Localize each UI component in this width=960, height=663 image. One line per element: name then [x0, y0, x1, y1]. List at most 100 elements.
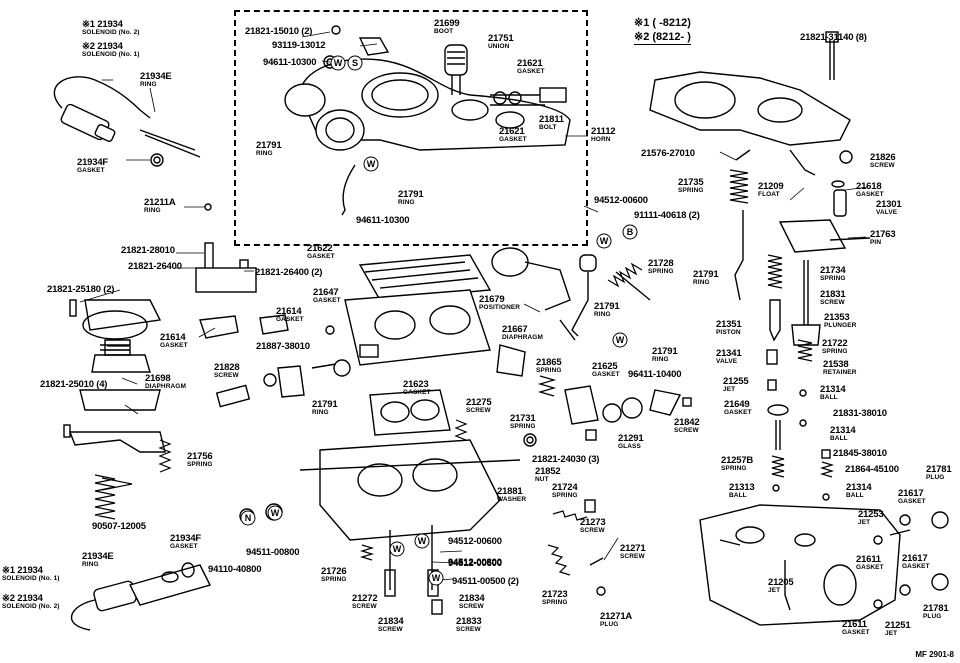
- part-name: GASKET: [170, 542, 198, 550]
- part-name: PLUG: [926, 473, 945, 481]
- solenoid-top-drawing: [53, 76, 201, 167]
- part-number: 21821-26400 (2): [255, 267, 323, 278]
- part-name: SOLENOID (No. 2): [2, 602, 60, 610]
- part-name: JET: [723, 385, 736, 393]
- part-number: 21353: [824, 312, 850, 323]
- spring-21756: [94, 474, 116, 520]
- part-label-21821-25010: 21821-25010 (4): [40, 380, 107, 390]
- part-name: NUT: [535, 475, 549, 483]
- part-number: 94611-10300: [356, 215, 410, 226]
- part-number: 94110-40800: [208, 564, 262, 575]
- part-number: 21756: [187, 451, 213, 462]
- part-name: PLUNGER: [824, 321, 857, 329]
- part-number: 21791: [652, 346, 678, 357]
- part-label-93119-13012: 93119-13012: [272, 41, 325, 51]
- part-name: GASKET: [499, 135, 527, 143]
- part-name: RING: [652, 355, 669, 363]
- part-name: POSITIONER: [479, 303, 521, 311]
- part-name: SPRING: [542, 598, 568, 606]
- part-number: 21618: [856, 181, 882, 192]
- part-name: GASKET: [898, 497, 926, 505]
- part-number: 21934E: [140, 71, 172, 82]
- svg-text:W: W: [600, 236, 609, 246]
- part-name: SCREW: [820, 298, 845, 306]
- part-name: GASKET: [902, 562, 930, 570]
- part-name: BALL: [830, 434, 848, 442]
- solenoid-bottom-drawing: [70, 562, 212, 631]
- part-number: 21781: [923, 603, 949, 614]
- part-name: SCREW: [580, 526, 605, 534]
- part-number: 21209: [758, 181, 784, 192]
- part-number: 21821-25180 (2): [47, 284, 115, 295]
- part-number: 21576-27010: [641, 148, 695, 159]
- part-number: 94512-00600: [594, 195, 648, 206]
- part-label-21821-25180: 21821-25180 (2): [47, 285, 114, 295]
- part-number: 21781: [926, 464, 952, 475]
- part-number: 21272: [352, 593, 378, 604]
- right-cover-drawing: [649, 31, 853, 176]
- part-label-94511-00500: 94511-00500 (2): [452, 577, 519, 587]
- part-label-90507-12005: 90507-12005: [92, 522, 146, 532]
- horn-group-box: [234, 10, 588, 246]
- part-name: BALL: [729, 491, 747, 499]
- part-number: 21828: [214, 362, 240, 373]
- part-number: 96411-10400: [628, 369, 682, 380]
- svg-text:N: N: [245, 513, 252, 523]
- part-number: 21273: [580, 517, 606, 528]
- part-label-21821-31140: 21821-31140 (8): [800, 33, 867, 43]
- part-number: 21291: [618, 433, 644, 444]
- part-name: SCREW: [620, 552, 645, 560]
- part-number: 21881: [497, 486, 523, 497]
- part-name: GASKET: [160, 341, 188, 349]
- spring-21731: [454, 419, 468, 441]
- part-name: SPRING: [510, 422, 536, 430]
- main-body-drawing: [699, 504, 949, 626]
- part-number: 21253: [858, 509, 884, 520]
- part-label-21887-38010: 21887-38010: [256, 342, 310, 352]
- spring-21257B: [771, 455, 785, 478]
- svg-text:B: B: [627, 227, 634, 237]
- part-number: 21271A: [600, 611, 633, 622]
- part-name: DIAPHRAGM: [502, 333, 543, 341]
- part-name: SPRING: [536, 366, 562, 374]
- marker-W-8: W: [428, 570, 444, 586]
- part-number: 21351: [716, 319, 742, 330]
- throttle-body-drawing: [299, 439, 521, 615]
- spring-21865: [537, 375, 557, 397]
- part-number: 94511-00800: [246, 547, 300, 558]
- part-number: 21621: [517, 58, 543, 69]
- part-label-91111-40618: 91111-40618 (2): [634, 211, 700, 221]
- part-label-94611-10300-top: 94611-10300: [263, 58, 316, 68]
- marker-W-4: W: [612, 332, 628, 348]
- spring-21723: [547, 544, 571, 576]
- part-name: RING: [594, 310, 611, 318]
- part-number: 21314: [830, 425, 856, 436]
- part-name: JET: [768, 586, 781, 594]
- part-label-21821-26400-2: 21821-26400 (2): [255, 268, 322, 278]
